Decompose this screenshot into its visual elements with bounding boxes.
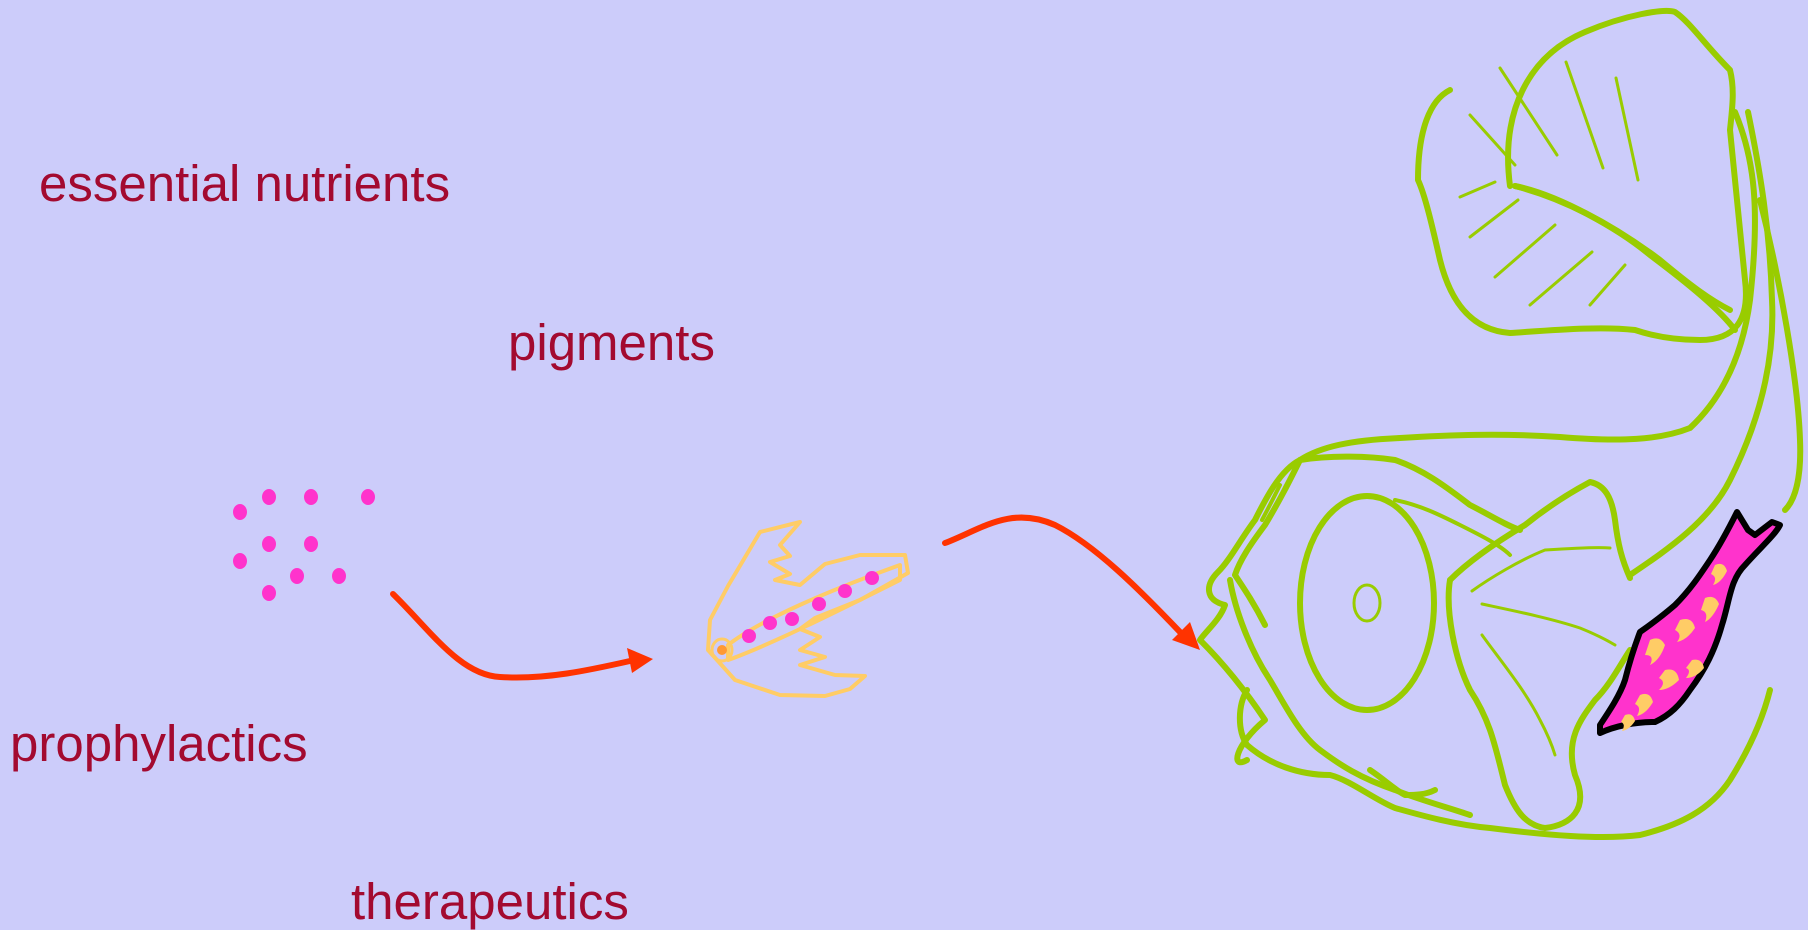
label-prophylactics: prophylactics [10, 718, 308, 769]
fish-head-cross-section-icon [1200, 11, 1800, 837]
arrow-to-pellet [393, 594, 653, 678]
label-therapeutics: therapeutics [351, 876, 629, 927]
label-essential-nutrients: essential nutrients [39, 158, 450, 209]
fish-gut-icon [1600, 512, 1780, 733]
nutrient-particles-icon [233, 489, 375, 601]
label-pigments: pigments [508, 317, 715, 368]
arrow-to-fish [945, 518, 1200, 650]
feed-pellet-icon [708, 522, 908, 696]
